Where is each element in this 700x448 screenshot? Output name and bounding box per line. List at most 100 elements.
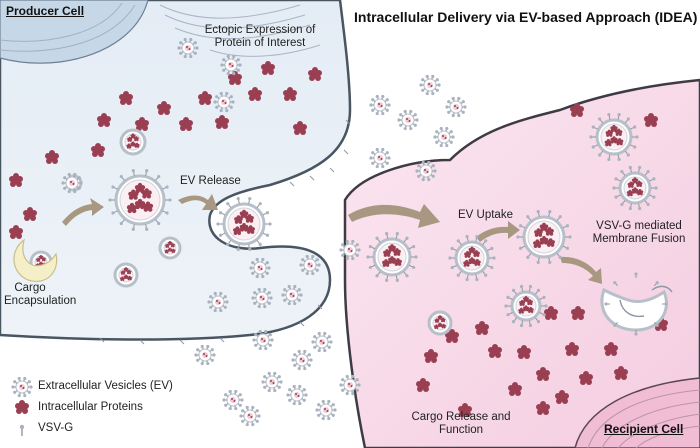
ev-release-label: EV Release — [180, 175, 241, 187]
protein-icon — [215, 115, 229, 129]
protein-icon — [383, 249, 391, 257]
ectopic-expression-label: Ectopic Expression of Protein of Interes… — [200, 24, 320, 50]
protein-icon — [473, 259, 481, 266]
small-vesicle — [339, 374, 361, 396]
small-vesicle — [177, 37, 199, 59]
protein-icon — [134, 182, 146, 194]
protein-icon — [579, 371, 593, 385]
protein-icon — [167, 247, 173, 252]
protein-icon — [9, 173, 23, 187]
protein-icon — [91, 143, 105, 157]
protein-icon — [97, 113, 111, 127]
protein-icon — [536, 401, 550, 415]
protein-icon — [523, 296, 529, 302]
extracellular-vesicle — [158, 236, 182, 260]
protein-icon — [228, 71, 242, 85]
cargo-line-1: Cargo — [14, 282, 46, 294]
producer-cell-label: Producer Cell — [6, 4, 85, 18]
protein-icon — [38, 254, 44, 260]
cargo-line-2: Encapsulation — [4, 295, 77, 308]
small-vesicle — [299, 254, 321, 276]
protein-icon — [610, 124, 618, 133]
protein-icon — [198, 91, 212, 105]
protein-icon — [15, 400, 29, 414]
protein-icon — [616, 138, 624, 146]
protein-icon — [605, 129, 613, 137]
protein-icon — [36, 257, 41, 262]
protein-icon — [135, 117, 149, 131]
diagram-title: Intracellular Delivery via EV-based Appr… — [354, 9, 698, 25]
small-vesicle — [220, 54, 242, 76]
producer-cell — [0, 0, 352, 341]
small-vesicle — [291, 349, 313, 371]
protein-icon — [167, 240, 173, 246]
small-vesicle — [369, 147, 391, 169]
protein-icon — [246, 225, 255, 234]
fusion-line-1: VSV-G mediated — [596, 220, 682, 232]
protein-icon — [555, 390, 569, 404]
small-vesicle — [311, 331, 333, 353]
small-vesicle — [11, 376, 33, 398]
protein-icon — [179, 117, 193, 131]
extracellular-vesicle — [448, 234, 496, 282]
protein-icon — [539, 222, 549, 232]
small-vesicle — [339, 239, 361, 261]
small-vesicle — [251, 287, 273, 309]
legend-protein-label: Intracellular Proteins — [38, 401, 143, 413]
arrow-encapsulation — [62, 198, 104, 226]
protein-icon — [545, 227, 554, 236]
protein-icon — [9, 225, 23, 239]
ectopic-line-1: Ectopic Expression of — [204, 24, 316, 36]
protein-icon — [604, 342, 618, 356]
protein-icon — [283, 87, 297, 101]
arrow-release — [178, 194, 218, 210]
small-vesicle — [222, 389, 244, 411]
small-vesicle — [61, 172, 83, 194]
protein-icon — [508, 382, 522, 396]
protein-icon — [164, 249, 169, 254]
protein-icon — [546, 238, 555, 247]
extracellular-vesicle — [216, 197, 272, 251]
cargo-encapsulation-label: Cargo Encapsulation — [4, 282, 77, 308]
protein-icon — [293, 121, 307, 135]
small-vesicle — [315, 399, 337, 421]
protein-icon — [424, 349, 438, 363]
protein-icon — [526, 299, 533, 306]
protein-icon — [441, 323, 447, 329]
protein-icon — [416, 378, 430, 392]
cargo-release-label: Cargo Release and Function — [406, 411, 516, 437]
arrow-fusion — [560, 256, 602, 284]
protein-icon — [127, 275, 133, 281]
protein-icon — [627, 181, 635, 188]
extracellular-vesicle — [612, 165, 658, 211]
protein-icon — [130, 133, 136, 139]
small-vesicle — [194, 344, 216, 366]
release-line-1: Cargo Release and — [411, 411, 511, 423]
ev-uptake-label: EV Uptake — [458, 209, 513, 221]
protein-icon — [233, 226, 242, 235]
protein-icon — [440, 317, 446, 323]
protein-icon — [565, 342, 579, 356]
protein-icon — [126, 143, 132, 149]
vsvg-icon — [19, 424, 25, 436]
protein-icon — [119, 91, 133, 105]
extracellular-vesicle — [504, 284, 548, 328]
recipient-cell-label: Recipient Cell — [604, 422, 684, 436]
small-vesicle — [419, 74, 441, 96]
small-vesicle — [239, 405, 261, 427]
decor — [9, 37, 673, 436]
protein-icon — [488, 344, 502, 358]
protein-icon — [234, 215, 243, 224]
small-vesicle — [207, 291, 229, 313]
protein-icon — [536, 367, 550, 381]
protein-icon — [248, 87, 262, 101]
protein-icon — [142, 201, 154, 212]
protein-icon — [388, 244, 396, 252]
protein-icon — [308, 67, 322, 81]
protein-icon — [614, 366, 628, 380]
ectopic-line-2: Protein of Interest — [214, 37, 306, 50]
extracellular-vesicle — [113, 262, 139, 288]
small-vesicle — [213, 91, 235, 113]
protein-icon — [533, 239, 542, 248]
